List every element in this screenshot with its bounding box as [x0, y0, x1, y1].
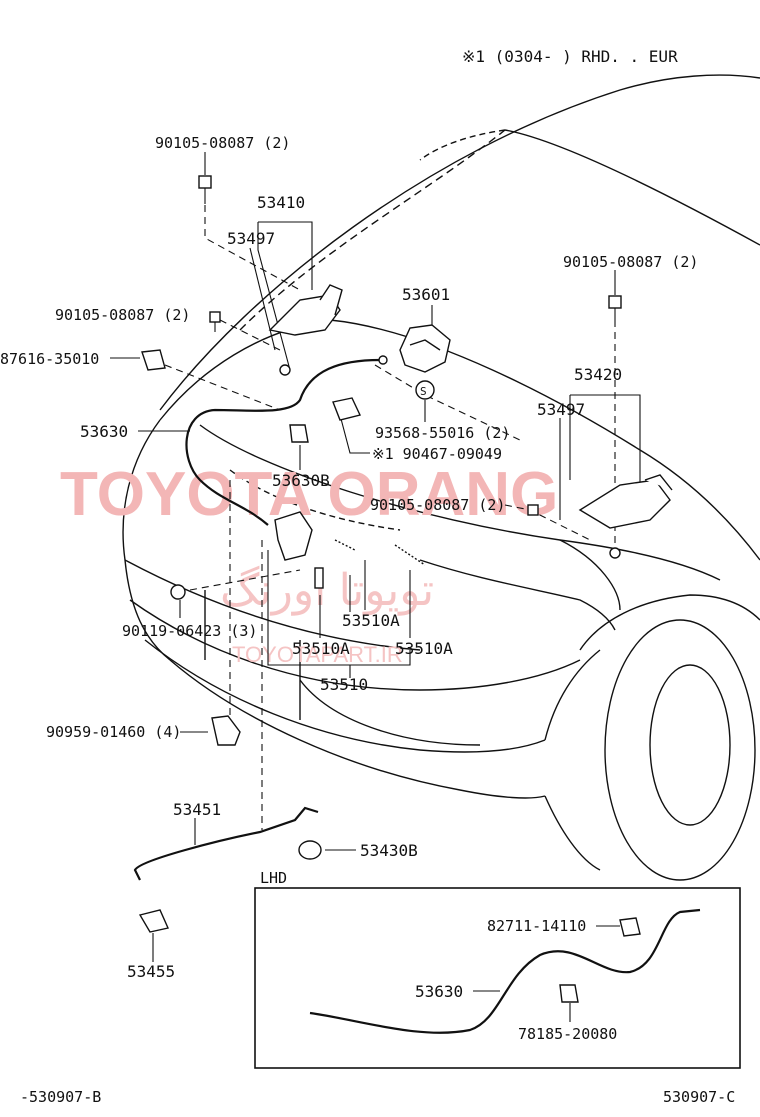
label-90119: 90119-06423 (3) [122, 622, 257, 640]
label-53510: 53510 [320, 675, 368, 694]
clip-82711 [619, 917, 641, 937]
hood-support-53601 [399, 324, 451, 373]
label-87616: 87616-35010 [0, 350, 99, 368]
label-lhd: LHD [260, 869, 287, 887]
clip-s-mark: S [420, 385, 427, 398]
label-53510a-mid: 53510A [395, 639, 453, 658]
label-bolt-top-left: 90105-08087 (2) [155, 134, 290, 152]
lhd-inset [254, 887, 741, 1069]
label-53455: 53455 [127, 962, 175, 981]
bolt-icon-right [608, 295, 622, 320]
bolt-icon-lower-right [527, 504, 539, 516]
watermark-arabic: تویوتا اورنگ [220, 565, 434, 616]
holder-53455 [138, 909, 169, 933]
label-53410: 53410 [257, 193, 305, 212]
hood-lock-53410 [268, 284, 343, 376]
car-body-outline [122, 74, 760, 881]
cushion-53430b [298, 840, 322, 860]
label-53601: 53601 [402, 285, 450, 304]
label-bolt-mid-left: 90105-08087 (2) [55, 306, 190, 324]
label-53630: 53630 [80, 422, 128, 441]
clamp-53630b [289, 424, 309, 443]
label-53630b: 53630B [272, 471, 330, 490]
text-labels: ※1 (0304- ) RHD. . EUR 90105-08087 (2) 5… [0, 47, 735, 1106]
label-53497-left: 53497 [227, 229, 275, 248]
lhd-release-cable [309, 908, 701, 1034]
bolt-icon-mid [209, 311, 221, 332]
label-53420: 53420 [574, 365, 622, 384]
label-53510a-right: 53510A [342, 611, 400, 630]
label-53451: 53451 [173, 800, 221, 819]
parts: S [133, 175, 673, 933]
hood-lock-assembly-53510 [274, 511, 426, 589]
footer-right-code: 530907-C [663, 1088, 735, 1106]
label-93568: 93568-55016 (2) [375, 424, 510, 442]
label-78185: 78185-20080 [518, 1025, 617, 1043]
bolt-icon-90119 [170, 584, 186, 600]
watermark-site: TOYOTAPART.IR [232, 642, 403, 667]
hood-lock-53420 [578, 474, 673, 559]
watermark: TOYOTA ORANG تویوتا اورنگ TOYOTAPART.IR [60, 460, 558, 667]
label-53510a-left: 53510A [292, 639, 350, 658]
footer-left-code: -530907-B [20, 1088, 101, 1106]
clamp-78185 [559, 984, 579, 1003]
clip-87616 [141, 349, 166, 371]
label-82711: 82711-14110 [487, 917, 586, 935]
cable-end-icon [378, 355, 388, 365]
label-90959: 90959-01460 (4) [46, 723, 181, 741]
hood-release-cable [185, 358, 381, 526]
label-53497-right: 53497 [537, 400, 585, 419]
watermark-brand: TOYOTA ORANG [60, 460, 558, 529]
header-note: ※1 (0304- ) RHD. . EUR [462, 47, 678, 66]
label-bolt-lower-right: 90105-08087 (2) [370, 496, 505, 514]
clip-93568: S [415, 380, 435, 400]
label-53430b: 53430B [360, 841, 418, 860]
hood-support-rod-53451 [133, 806, 319, 881]
label-bolt-right: 90105-08087 (2) [563, 253, 698, 271]
bolt-icon [198, 175, 212, 204]
clip-90467 [332, 397, 361, 421]
label-90467: ※1 90467-09049 [372, 445, 502, 463]
clip-90959 [211, 715, 241, 746]
label-lhd-53630: 53630 [415, 982, 463, 1001]
